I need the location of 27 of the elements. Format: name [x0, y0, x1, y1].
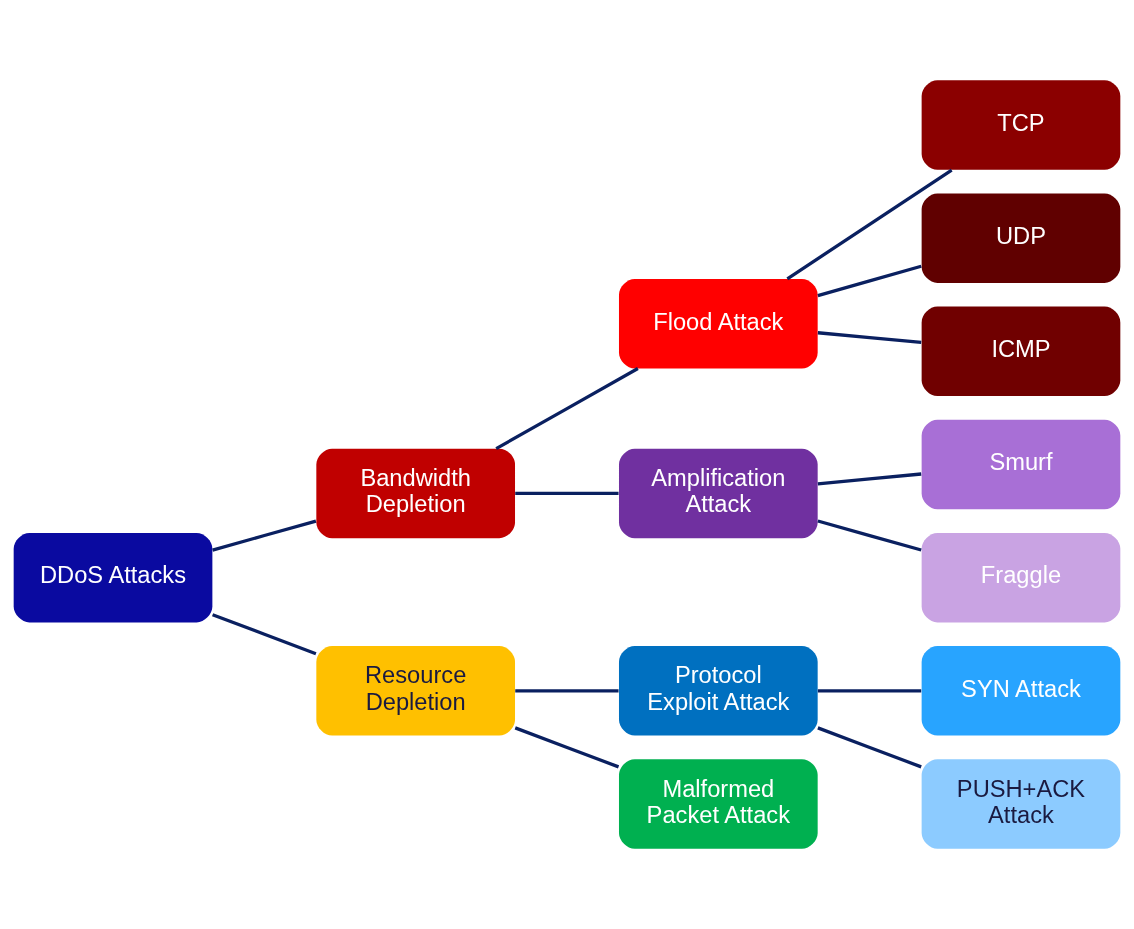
- node-box: Flood Attack: [619, 278, 818, 369]
- connector: [817, 331, 922, 344]
- node-box: Smurf: [921, 419, 1121, 510]
- connector: [515, 689, 619, 693]
- connector: [817, 264, 922, 298]
- node-box: SYN Attack: [921, 646, 1121, 736]
- node-box: Fraggle: [921, 532, 1121, 623]
- connector: [514, 726, 620, 769]
- node-box: Malformed Packet Attack: [619, 759, 818, 849]
- node-box: Amplification Attack: [619, 448, 818, 539]
- node-box: Bandwidth Depletion: [316, 448, 515, 539]
- node-box: UDP: [921, 193, 1121, 283]
- connector: [495, 367, 639, 451]
- connector: [817, 726, 922, 769]
- node-box: TCP: [921, 80, 1121, 170]
- connector: [817, 689, 922, 693]
- node-box: PUSH+ACK Attack: [921, 759, 1121, 849]
- node-box: Resource Depletion: [316, 646, 515, 736]
- node-box: DDoS Attacks: [13, 532, 213, 623]
- connector: [786, 168, 953, 281]
- connector: [817, 472, 922, 486]
- connector: [212, 519, 317, 552]
- node-box: ICMP: [921, 306, 1121, 397]
- connector: [515, 491, 619, 496]
- node-box: Protocol Exploit Attack: [619, 646, 818, 736]
- connector: [212, 613, 317, 656]
- connector: [817, 519, 922, 552]
